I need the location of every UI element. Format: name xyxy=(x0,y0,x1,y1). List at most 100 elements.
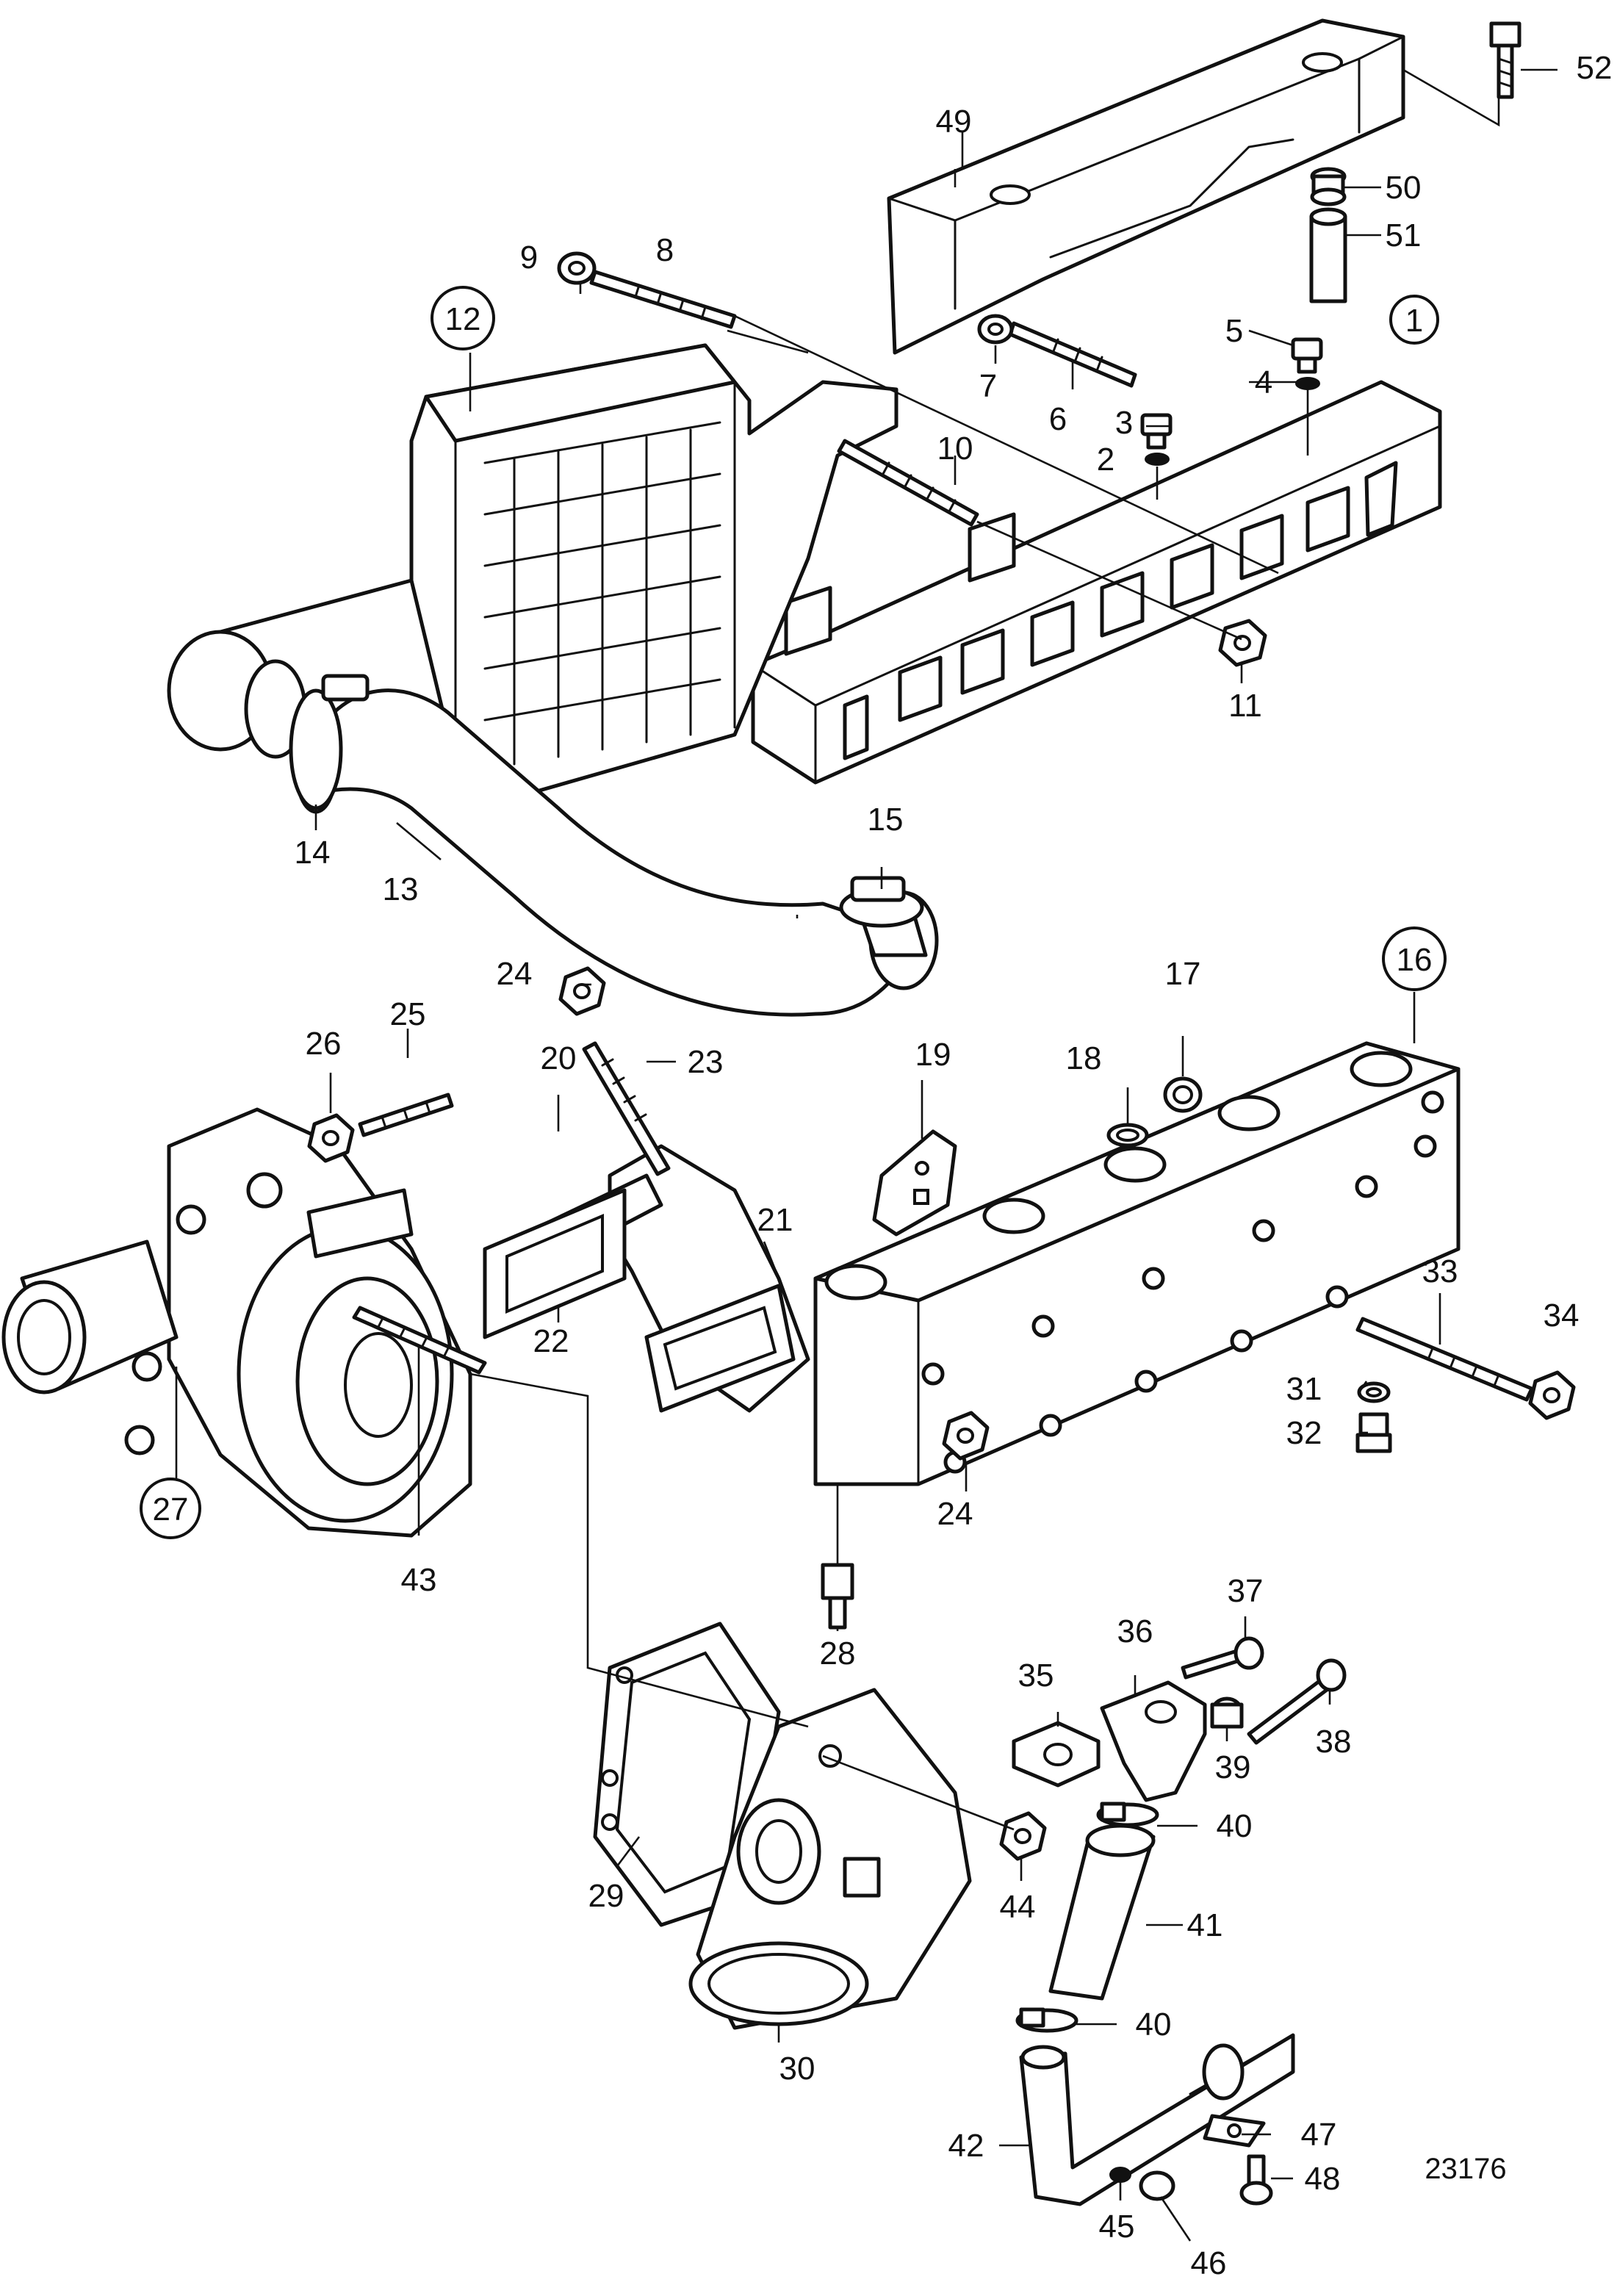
callout-23: 23 xyxy=(688,1044,724,1080)
callout-11: 11 xyxy=(1228,688,1262,724)
callout-34: 34 xyxy=(1544,1298,1580,1334)
callout-39: 39 xyxy=(1215,1749,1251,1785)
stud-43 xyxy=(352,1306,487,1375)
plug-3 xyxy=(1140,413,1173,450)
sealing-ring-18 xyxy=(1106,1123,1149,1148)
bolt-52 xyxy=(1489,21,1521,99)
washer-4 xyxy=(1295,377,1320,390)
connection-36 xyxy=(1100,1680,1207,1802)
callout-31: 31 xyxy=(1286,1371,1322,1407)
callout-17: 17 xyxy=(1165,956,1201,992)
water-pipe-42 xyxy=(1019,2033,1295,2206)
callout-50: 50 xyxy=(1386,170,1422,206)
stud-25 xyxy=(358,1093,454,1137)
heat-shield-cover xyxy=(887,18,1405,355)
bracket-19 xyxy=(872,1129,957,1237)
exhaust-outlet-elbow xyxy=(688,1688,972,2030)
gasket-21 xyxy=(644,1284,796,1413)
callout-ring-1 xyxy=(1389,295,1439,345)
callout-46: 46 xyxy=(1191,2245,1227,2281)
nut-44 xyxy=(999,1811,1047,1861)
clamp-47 xyxy=(1203,2114,1266,2148)
callout-40-top: 40 xyxy=(1217,1808,1253,1844)
manifold-ports xyxy=(843,461,1398,760)
callout-45: 45 xyxy=(1099,2209,1135,2245)
turbocharger xyxy=(1,1107,472,1538)
callout-20: 20 xyxy=(541,1040,577,1076)
callout-14: 14 xyxy=(295,835,331,871)
nut-11 xyxy=(1218,619,1267,667)
callout-40-bottom: 40 xyxy=(1136,2007,1172,2043)
callout-41: 41 xyxy=(1187,1907,1223,1943)
callout-30: 30 xyxy=(779,2051,815,2087)
nut-34 xyxy=(1528,1370,1576,1420)
plug-32 xyxy=(1355,1412,1392,1453)
callout-7: 7 xyxy=(979,368,997,404)
callout-13: 13 xyxy=(383,871,419,907)
sleeve-51 xyxy=(1309,207,1347,303)
callout-37: 37 xyxy=(1228,1573,1264,1609)
callouts: 1 2 3 4 5 6 7 8 9 10 11 12 13 14 15 16 1… xyxy=(140,50,1613,2281)
exhaust-manifold xyxy=(813,1041,1461,1486)
gasket-22 xyxy=(483,1188,627,1339)
callout-52: 52 xyxy=(1577,50,1613,86)
callout-22: 22 xyxy=(533,1323,569,1359)
callout-36: 36 xyxy=(1117,1613,1153,1649)
callout-49: 49 xyxy=(936,104,972,140)
leader-lines xyxy=(175,66,1557,2242)
callout-ring-12 xyxy=(431,286,495,350)
bolt-37 xyxy=(1181,1636,1264,1680)
spacer-39 xyxy=(1210,1696,1244,1729)
callout-26: 26 xyxy=(306,1026,342,1062)
callout-24-top: 24 xyxy=(497,956,533,992)
callout-10: 10 xyxy=(937,431,973,467)
sealing-ring-17 xyxy=(1163,1076,1203,1113)
callout-5: 5 xyxy=(1225,313,1243,349)
plug-5 xyxy=(1291,337,1323,374)
callout-12: 12 xyxy=(445,301,481,337)
callout-48: 48 xyxy=(1305,2161,1341,2197)
callout-27: 27 xyxy=(153,1491,189,1527)
callout-16: 16 xyxy=(1397,942,1433,978)
callout-19: 19 xyxy=(915,1037,951,1073)
callout-ring-16 xyxy=(1382,926,1447,991)
hose-clamp-14 xyxy=(289,674,370,810)
callout-4: 4 xyxy=(1255,364,1272,400)
callout-42: 42 xyxy=(948,2128,984,2164)
callout-43: 43 xyxy=(401,1562,437,1598)
gasket-35 xyxy=(1012,1721,1101,1788)
callout-8: 8 xyxy=(656,232,674,268)
callout-33: 33 xyxy=(1422,1253,1458,1289)
spacer-50 xyxy=(1310,167,1347,206)
callout-25: 25 xyxy=(390,996,426,1032)
reference-number: 23176 xyxy=(1425,2153,1506,2185)
sensor-28 xyxy=(821,1563,854,1630)
bolt-33 xyxy=(1355,1317,1534,1402)
hose-41 xyxy=(1048,1824,1156,2001)
charge-air-cooler xyxy=(167,343,898,796)
callout-3: 3 xyxy=(1115,405,1133,441)
callout-ring-27 xyxy=(140,1478,201,1539)
callout-2: 2 xyxy=(1097,442,1114,478)
exhaust-manifold-bolts xyxy=(921,1090,1444,1474)
callout-28: 28 xyxy=(820,1635,856,1671)
bolt-38 xyxy=(1247,1658,1347,1745)
hose-clamp-40-bottom xyxy=(1015,2007,1078,2033)
cooler-grid xyxy=(483,421,721,766)
callout-32: 32 xyxy=(1286,1415,1322,1451)
callout-29: 29 xyxy=(588,1878,624,1914)
washer-45 xyxy=(1109,2167,1131,2183)
callout-24-bottom: 24 xyxy=(937,1496,973,1532)
callout-44: 44 xyxy=(1000,1889,1036,1925)
plug-46 xyxy=(1139,2170,1175,2201)
callout-15: 15 xyxy=(868,802,904,838)
callout-18: 18 xyxy=(1066,1040,1102,1076)
nut-9 xyxy=(557,251,597,285)
nut-26 xyxy=(307,1113,355,1163)
callout-38: 38 xyxy=(1316,1724,1352,1760)
callout-51: 51 xyxy=(1386,217,1422,253)
callout-1: 1 xyxy=(1405,303,1423,339)
stud-8 xyxy=(589,270,737,329)
nut-24-bottom xyxy=(942,1411,990,1461)
